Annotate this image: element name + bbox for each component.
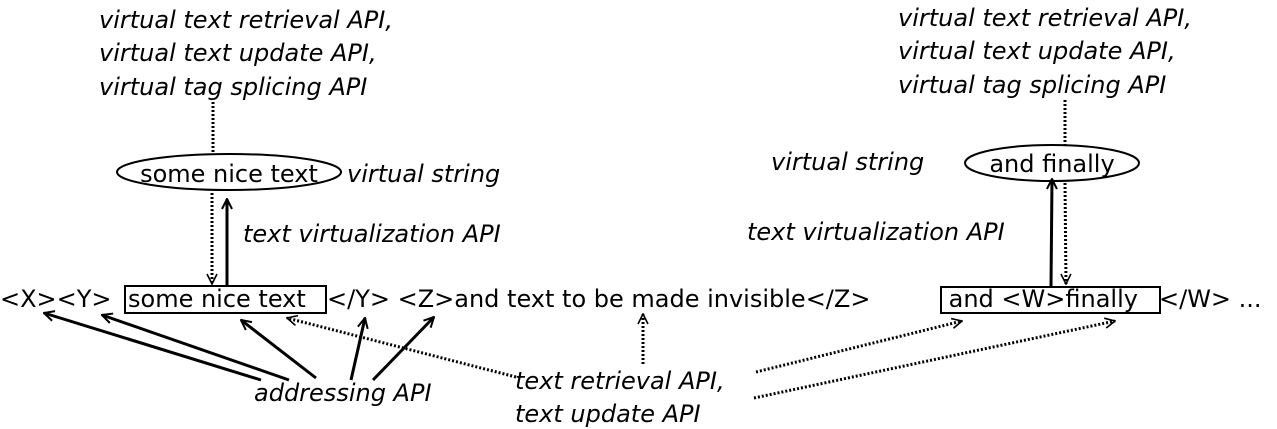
arrow-dotted-right-down [1065,182,1066,284]
api-block-right-line-2: virtual text update API, [898,37,1176,65]
addressing-api-label: addressing API [254,379,432,407]
retrieval-arrow-right-1 [755,321,962,374]
boxed-text-left [124,285,327,314]
ellipse-right-text: and finally [989,150,1114,178]
markup-boxed-left: some nice text [128,285,306,313]
api-block-left-line-1: virtual text retrieval API, [99,6,393,34]
virtual-string-label-left: virtual string [347,160,500,188]
text-retrieval-api-label: text retrieval API, [515,367,725,395]
markup-seg-xy-open: <X><Y> [0,285,112,313]
retrieval-arrow-left [287,318,517,379]
ellipse-left-text: some nice text [140,160,318,188]
virtual-string-label-right: virtual string [771,148,924,176]
text-virtualization-label-right: text virtualization API [747,218,1005,246]
api-block-right-line-1: virtual text retrieval API, [898,4,1192,32]
api-block-left-line-2: virtual text update API, [99,39,377,67]
addressing-arrow-4 [349,318,365,381]
markup-line: <X><Y> some nice text </Y> <Z>and text t… [0,285,1262,314]
api-block-left-line-3: virtual tag splicing API [99,73,367,101]
retrieval-arrow-right-2 [753,321,1115,400]
api-block-right: virtual text retrieval API, virtual text… [898,4,1192,99]
virtual-string-right: and finally [964,144,1140,182]
addressing-arrow-1 [44,313,262,382]
ellipse-left [116,153,342,191]
addressing-arrows [44,313,434,382]
arrow-virtualization-right [1051,179,1052,287]
text-update-api-label: text update API [515,400,701,428]
api-block-right-line-3: virtual tag splicing API [898,71,1166,99]
text-virtualization-label-left: text virtualization API [243,220,501,248]
retrieval-arrows [287,314,1115,400]
markup-seg-tail: </W> ... [1159,285,1262,313]
addressing-arrow-3 [241,320,317,380]
api-block-left: virtual text retrieval API, virtual text… [99,6,393,101]
markup-seg-middle: </Y> <Z>and text to be made invisible</Z… [327,285,870,313]
boxed-text-right [940,286,1161,314]
addressing-arrow-2 [102,315,290,382]
virtual-string-left: some nice text [116,153,342,191]
markup-boxed-right: and <W>finally [941,285,1138,313]
